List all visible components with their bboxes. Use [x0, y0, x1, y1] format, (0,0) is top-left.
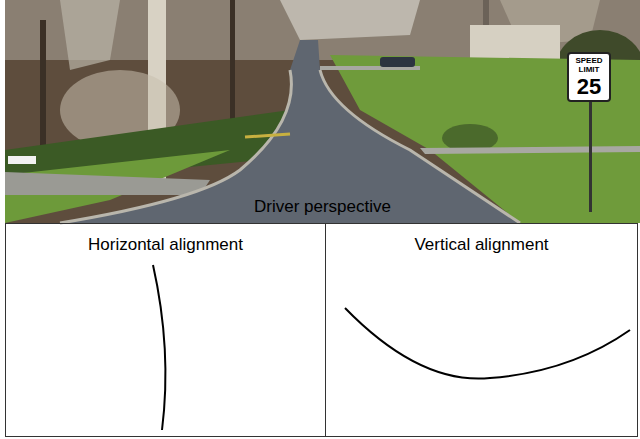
text-holder: Horizontal alignment [6, 236, 325, 255]
text-holder: SPEED LIMIT25 [569, 57, 609, 99]
photo [5, 0, 640, 223]
alignment-curves [153, 265, 630, 430]
text-holder: Driver perspective [5, 198, 640, 217]
alignment-panel: Horizontal alignment [5, 223, 326, 437]
text-holder: Vertical alignment [326, 236, 637, 255]
photo-panel: Driver perspective SPEED LIMIT25 [5, 0, 640, 223]
panel-heading: Driver perspective [5, 198, 640, 217]
panel-heading: Vertical alignment [326, 236, 637, 255]
alignment-panel: Vertical alignment [325, 223, 638, 437]
panel-heading: Horizontal alignment [6, 236, 325, 255]
speed-limit-sign: SPEED LIMIT25 [567, 52, 611, 102]
sign-text: SPEED LIMIT [569, 57, 609, 75]
sign-text: 25 [569, 75, 609, 99]
